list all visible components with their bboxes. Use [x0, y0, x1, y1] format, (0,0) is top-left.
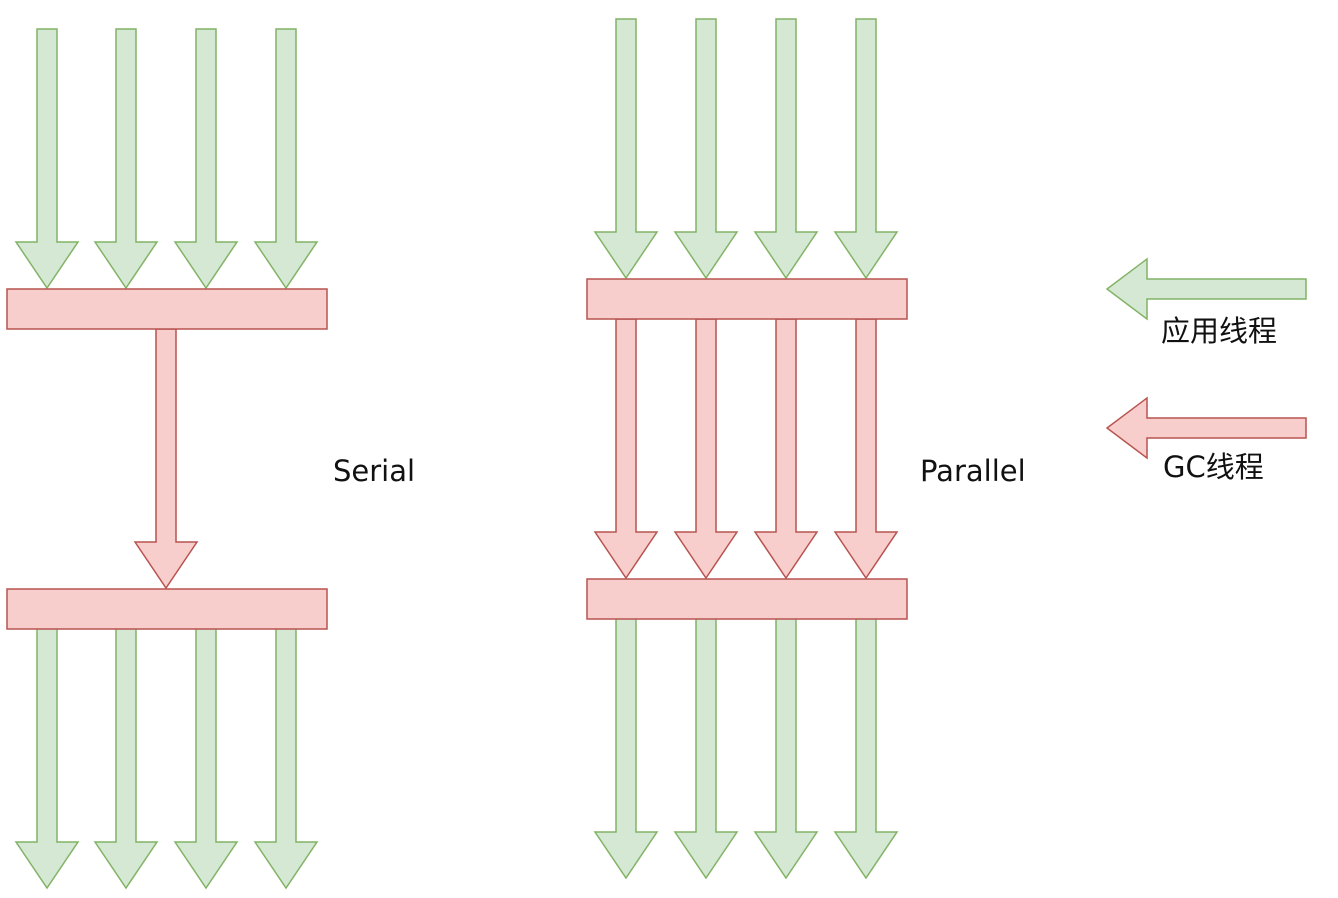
serial-app-thread-arrow-bottom-1: [14, 627, 80, 890]
serial-app-thread-arrow-top-4: [253, 28, 319, 290]
parallel-app-thread-arrow-top-2: [673, 18, 739, 280]
serial-gc-thread-arrow: [133, 328, 199, 590]
parallel-app-thread-arrow-bottom-2: [673, 617, 739, 880]
parallel-app-thread-arrow-top-3: [753, 18, 819, 280]
legend-app-thread-label: 应用线程: [1161, 314, 1278, 348]
parallel-app-thread-arrow-bottom-3: [753, 617, 819, 880]
parallel-gc-thread-arrow-4: [833, 318, 899, 580]
parallel-gc-bar-bottom: [586, 578, 908, 620]
legend-gc-thread-label: GC线程: [1163, 450, 1264, 484]
parallel-app-thread-arrow-top-4: [833, 18, 899, 280]
legend-gc-thread-arrow: [1105, 396, 1307, 460]
parallel-gc-thread-arrow-3: [753, 318, 819, 580]
legend-app-thread-arrow: [1105, 257, 1307, 321]
parallel-gc-thread-arrow-1: [593, 318, 659, 580]
serial-app-thread-arrow-top-3: [173, 28, 239, 290]
serial-app-thread-arrow-bottom-2: [93, 627, 159, 890]
parallel-gc-thread-arrow-2: [673, 318, 739, 580]
serial-app-thread-arrow-bottom-4: [253, 627, 319, 890]
serial-label: Serial: [333, 454, 416, 488]
parallel-app-thread-arrow-bottom-1: [593, 617, 659, 880]
parallel-app-thread-arrow-top-1: [593, 18, 659, 280]
parallel-label: Parallel: [920, 454, 1026, 488]
serial-gc-bar-top: [6, 288, 328, 330]
serial-app-thread-arrow-top-2: [93, 28, 159, 290]
parallel-app-thread-arrow-bottom-4: [833, 617, 899, 880]
serial-app-thread-arrow-bottom-3: [173, 627, 239, 890]
serial-gc-bar-bottom: [6, 588, 328, 630]
parallel-gc-bar-top: [586, 278, 908, 320]
serial-app-thread-arrow-top-1: [14, 28, 80, 290]
